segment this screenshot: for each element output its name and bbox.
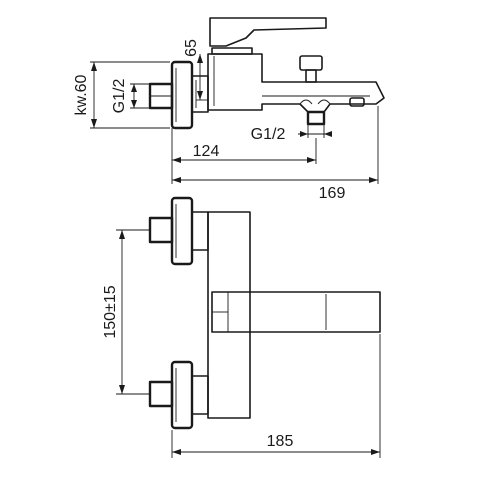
- side-view: [148, 17, 385, 130]
- outlet-thread: [306, 110, 326, 126]
- inlet-pipe: [148, 82, 174, 110]
- front-lever: [211, 291, 381, 333]
- front-view-dimensions: 150±15 185: [102, 229, 381, 458]
- hex-cover: [170, 60, 194, 130]
- side-view-dimensions: kw.60 G1/2 65 G1/2 124 169: [73, 39, 379, 202]
- dim-total-length: 169: [319, 185, 346, 202]
- front-view: [148, 196, 381, 430]
- dim-inlet-thread: G1/2: [111, 79, 128, 114]
- upper-inlet: [148, 196, 209, 266]
- dim-hex-size: kw.60: [73, 74, 90, 115]
- mixer-body: [207, 53, 385, 113]
- dim-height: 65: [183, 39, 200, 57]
- front-body: [207, 211, 251, 419]
- lower-inlet: [148, 360, 209, 430]
- diverter-knob: [299, 55, 323, 83]
- spout-nozzle: [349, 97, 365, 107]
- lever-handle: [209, 17, 327, 55]
- dim-spout-reach: 124: [193, 143, 220, 160]
- dim-centers: 150±15: [102, 285, 119, 338]
- dim-width: 185: [267, 433, 294, 450]
- dim-outlet-thread: G1/2: [251, 126, 286, 143]
